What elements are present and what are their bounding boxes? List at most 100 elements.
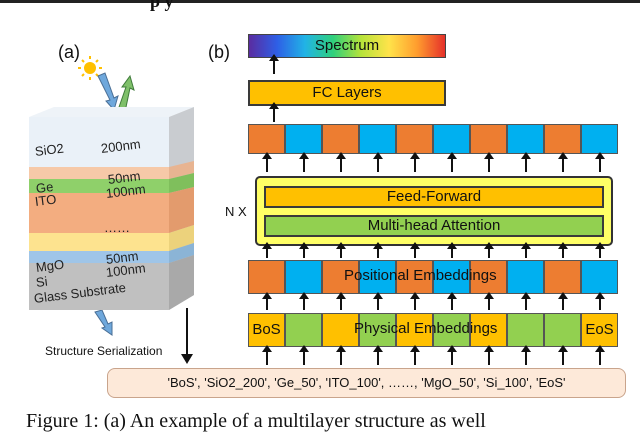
layer-name-si: Si	[35, 273, 49, 290]
arrow-up	[336, 345, 346, 365]
repeat-label: N X	[225, 204, 247, 219]
arrow-up	[595, 292, 605, 310]
arrow-fc-to-spectrum	[269, 54, 279, 74]
bos-label: BoS	[252, 321, 281, 338]
output-token	[248, 124, 285, 154]
arrow-up	[262, 345, 272, 365]
layer-name-ito: ITO	[34, 191, 58, 209]
attention-box: Multi-head Attention	[264, 215, 604, 237]
incident-arrow-icon	[97, 72, 119, 112]
arrow-up	[484, 152, 494, 172]
physical-cell	[433, 313, 470, 347]
arrow-up	[336, 242, 346, 258]
arrow-up	[373, 292, 383, 310]
fc-layers-box: FC Layers	[248, 80, 446, 106]
arrow-up	[410, 345, 420, 365]
arrow-up	[336, 152, 346, 172]
arrow-up	[595, 345, 605, 365]
physical-embeddings-label: Physical Embeddings	[354, 320, 498, 337]
feed-forward-label: Feed-Forward	[386, 188, 482, 205]
arrow-up	[521, 345, 531, 365]
arrow-tokens-to-fc	[269, 102, 279, 122]
positional-cell	[248, 260, 285, 294]
arrow-up	[484, 345, 494, 365]
attention-label: Multi-head Attention	[367, 217, 501, 234]
arrow-up	[262, 292, 272, 310]
positional-cell	[581, 260, 618, 294]
positional-cell	[285, 260, 322, 294]
physical-cell	[507, 313, 544, 347]
panel-a-label: (a)	[58, 42, 80, 62]
spectrum-label: Spectrum	[314, 37, 380, 54]
positional-cell	[544, 260, 581, 294]
arrow-up	[521, 292, 531, 310]
arrow-up	[558, 292, 568, 310]
arrow-up	[410, 292, 420, 310]
serialization-label: Structure Serialization	[45, 344, 163, 358]
sun-light-icon	[78, 56, 135, 113]
arrow-up	[521, 152, 531, 172]
arrow-up	[447, 292, 457, 310]
arrow-up	[299, 292, 309, 310]
layer-ellipsis: ……	[104, 220, 130, 235]
arrow-up	[410, 242, 420, 258]
fc-layers-label: FC Layers	[312, 84, 382, 101]
output-token	[470, 124, 507, 154]
feed-forward-box: Feed-Forward	[264, 186, 604, 208]
arrow-up	[299, 152, 309, 172]
top-rule	[0, 0, 640, 3]
arrow-up	[262, 152, 272, 172]
output-token	[544, 124, 581, 154]
arrow-up	[299, 242, 309, 258]
positional-embeddings-row: Positional Embeddings	[248, 260, 618, 294]
physical-cell	[359, 313, 396, 347]
eos-label: EoS	[585, 321, 614, 338]
header-fragment: p y	[150, 0, 174, 11]
multilayer-stack	[29, 107, 194, 310]
output-token	[285, 124, 322, 154]
arrow-up	[262, 242, 272, 258]
arrow-up	[299, 345, 309, 365]
arrow-up	[373, 242, 383, 258]
arrow-up	[558, 152, 568, 172]
figure-caption: Figure 1: (a) An example of a multilayer…	[26, 410, 486, 432]
output-token	[433, 124, 470, 154]
arrow-up	[484, 242, 494, 258]
arrow-up	[447, 242, 457, 258]
arrow-up	[447, 152, 457, 172]
physical-cell	[544, 313, 581, 347]
eos-cell: EoS	[581, 313, 618, 347]
serialized-sequence-text: 'BoS', 'SiO2_200', 'Ge_50', 'ITO_100', ……	[167, 375, 566, 390]
positional-embeddings-label: Positional Embeddings	[344, 267, 497, 284]
bos-cell: BoS	[248, 313, 285, 347]
arrow-up	[558, 345, 568, 365]
output-token	[396, 124, 433, 154]
sun-icon	[78, 56, 102, 80]
arrow-up	[336, 292, 346, 310]
arrow-up	[410, 152, 420, 172]
output-token	[359, 124, 396, 154]
physical-embeddings-row: BoS EoS Physical Embeddings	[248, 313, 618, 347]
transmitted-arrow-icon	[94, 310, 113, 336]
panel-b-label: (b)	[208, 42, 230, 62]
arrow-up	[373, 345, 383, 365]
output-token	[322, 124, 359, 154]
spectrum-bar: Spectrum	[248, 34, 446, 58]
arrow-up	[595, 152, 605, 172]
output-token	[581, 124, 618, 154]
arrow-up	[373, 152, 383, 172]
physical-cell	[285, 313, 322, 347]
arrow-up	[484, 292, 494, 310]
arrow-up	[521, 242, 531, 258]
transformer-block: Feed-Forward Multi-head Attention	[255, 176, 613, 246]
physical-cell	[322, 313, 359, 347]
arrow-up	[595, 242, 605, 258]
positional-cell	[433, 260, 470, 294]
arrow-up	[447, 345, 457, 365]
physical-cell	[470, 313, 507, 347]
output-token-row	[248, 124, 618, 154]
output-token	[507, 124, 544, 154]
serialization-arrow	[181, 308, 193, 364]
arrow-up	[558, 242, 568, 258]
serialized-sequence-box: 'BoS', 'SiO2_200', 'Ge_50', 'ITO_100', ……	[107, 368, 626, 398]
